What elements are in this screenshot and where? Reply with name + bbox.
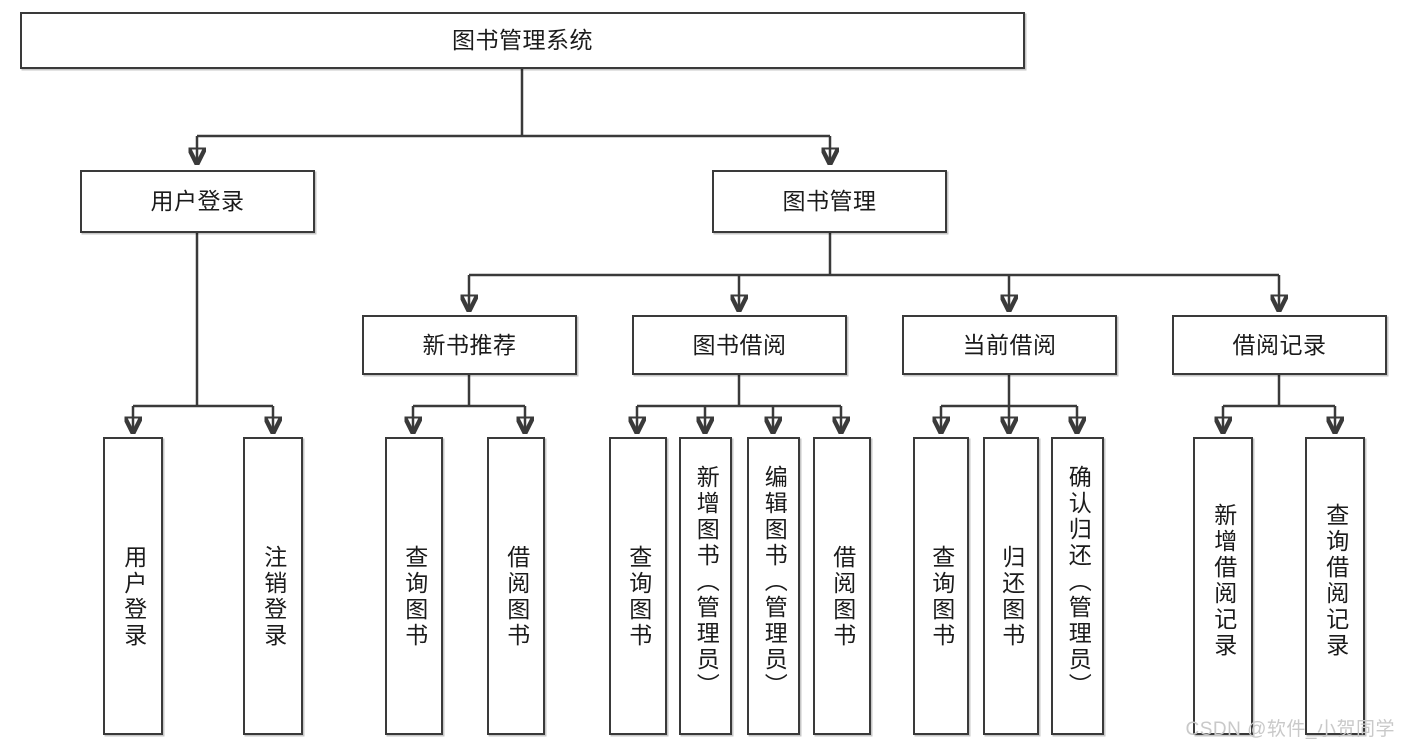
node-label: 新增借阅记录: [1210, 503, 1237, 659]
node-label: 借阅记录: [1232, 331, 1327, 358]
leaf-edit-book-admin[interactable]: 编辑图书（管理员）: [747, 437, 800, 735]
node-label: 查询图书: [625, 545, 652, 649]
leaf-query-book-current[interactable]: 查询图书: [913, 437, 969, 735]
node-root-system[interactable]: 图书管理系统: [20, 12, 1025, 69]
leaf-query-book-recommend[interactable]: 查询图书: [385, 437, 443, 735]
node-label: 新书推荐: [422, 331, 517, 358]
node-user-login[interactable]: 用户登录: [80, 170, 315, 233]
node-label: 查询借阅记录: [1322, 503, 1349, 659]
leaf-add-borrow-record[interactable]: 新增借阅记录: [1193, 437, 1253, 735]
node-label: 图书管理系统: [452, 27, 593, 53]
leaf-add-book-admin[interactable]: 新增图书（管理员）: [679, 437, 732, 735]
node-label: 查询图书: [928, 545, 955, 649]
csdn-watermark: CSDN @软件_小贺同学: [1185, 719, 1395, 740]
leaf-confirm-return-admin[interactable]: 确认归还（管理员）: [1051, 437, 1104, 735]
node-label: 确认归还（管理员）: [1065, 465, 1092, 699]
node-label: 图书管理: [782, 188, 877, 214]
node-book-borrow[interactable]: 图书借阅: [632, 315, 847, 375]
node-label: 注销登录: [260, 545, 287, 649]
leaf-user-logout[interactable]: 注销登录: [243, 437, 303, 735]
node-label: 查询图书: [401, 545, 428, 649]
node-label: 用户登录: [150, 188, 245, 214]
node-current-borrow[interactable]: 当前借阅: [902, 315, 1117, 375]
leaf-query-borrow-record[interactable]: 查询借阅记录: [1305, 437, 1365, 735]
leaf-borrow-book[interactable]: 借阅图书: [813, 437, 871, 735]
node-borrow-record[interactable]: 借阅记录: [1172, 315, 1387, 375]
node-label: 新增图书（管理员）: [693, 465, 720, 699]
node-book-management[interactable]: 图书管理: [712, 170, 947, 233]
node-new-book-recommend[interactable]: 新书推荐: [362, 315, 577, 375]
leaf-query-book-borrow[interactable]: 查询图书: [609, 437, 667, 735]
node-label: 用户登录: [120, 545, 147, 649]
node-label: 当前借阅: [962, 331, 1057, 358]
node-label: 借阅图书: [503, 545, 530, 649]
leaf-borrow-book-recommend[interactable]: 借阅图书: [487, 437, 545, 735]
node-label: 编辑图书（管理员）: [761, 465, 788, 699]
leaf-return-book[interactable]: 归还图书: [983, 437, 1039, 735]
node-label: 借阅图书: [829, 545, 856, 649]
node-label: 图书借阅: [692, 331, 787, 358]
node-label: 归还图书: [998, 545, 1025, 649]
leaf-user-login[interactable]: 用户登录: [103, 437, 163, 735]
